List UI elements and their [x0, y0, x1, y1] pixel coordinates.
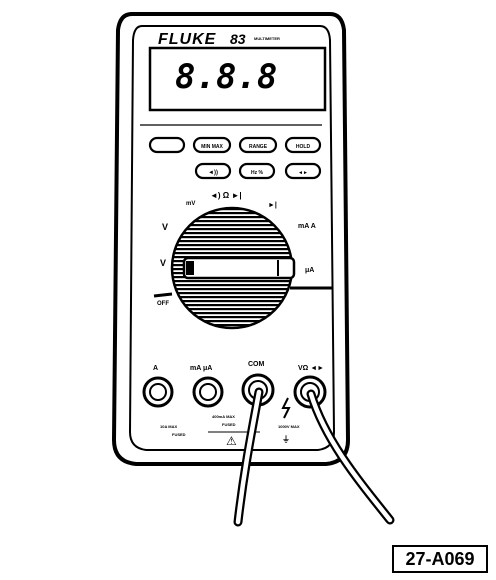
model-subtitle: MULTIMETER	[254, 36, 280, 41]
dial-label-diode-top: ◄) Ω ►|	[210, 191, 242, 200]
display-reading: 8.8.8	[175, 57, 277, 97]
jack-label-ma-ua: mA μA	[190, 365, 212, 372]
hz-button-label: Hz %	[251, 170, 264, 176]
model-label: 83	[230, 31, 246, 47]
min-max-button[interactable]	[192, 136, 232, 154]
ground-icon: ⏚	[282, 435, 290, 444]
button-row-1: MIN MAX RANGE HOLD	[148, 136, 322, 154]
dial-tick-left	[153, 292, 173, 298]
dial-label-mv: mV	[186, 201, 195, 207]
blank-button[interactable]	[148, 136, 186, 154]
hz-button[interactable]	[238, 162, 276, 180]
dial-pointer	[182, 256, 296, 280]
hold-button-label: HOLD	[296, 144, 311, 150]
dial-label-ua: μA	[305, 267, 314, 274]
fuse-note-v: 1000V MAX	[278, 424, 300, 429]
brand-label: FLUKE	[158, 31, 217, 48]
fuse-note-ma-1: 400mA MAX	[212, 414, 235, 419]
range-button-label: RANGE	[249, 144, 268, 150]
dial-label-v-ac: V	[162, 222, 168, 232]
fuse-note-a-2: FUSED	[172, 432, 186, 437]
beep-button[interactable]	[194, 162, 232, 180]
jack-label-com: COM	[248, 361, 265, 368]
jack-label-v-ohm: VΩ ◄►	[298, 365, 324, 372]
diode-button[interactable]	[284, 162, 322, 180]
hold-button[interactable]	[284, 136, 322, 154]
beep-button-label: ◄))	[208, 170, 218, 176]
fuse-note-ma-2: FUSED	[222, 422, 236, 427]
dial-label-off: OFF	[157, 301, 169, 307]
rotary-dial[interactable]	[170, 206, 296, 330]
dial-label-diode-right: ►|	[268, 202, 277, 209]
dial-label-v-dc: V	[160, 258, 166, 268]
fuse-note-a-1: 10A MAX	[160, 424, 178, 429]
dial-label-ma-a: mA A	[298, 223, 316, 230]
high-voltage-icon	[281, 397, 291, 419]
diode-button-label: ◄►	[298, 170, 308, 176]
min-max-button-label: MIN MAX	[201, 144, 223, 150]
figure-id-label: 27-A069	[392, 545, 488, 573]
lcd-display	[148, 46, 327, 112]
warning-icon: ⚠	[226, 434, 237, 448]
button-row-2: ◄)) Hz % ◄►	[194, 162, 322, 180]
range-button[interactable]	[238, 136, 278, 154]
jack-label-a: A	[153, 365, 158, 372]
